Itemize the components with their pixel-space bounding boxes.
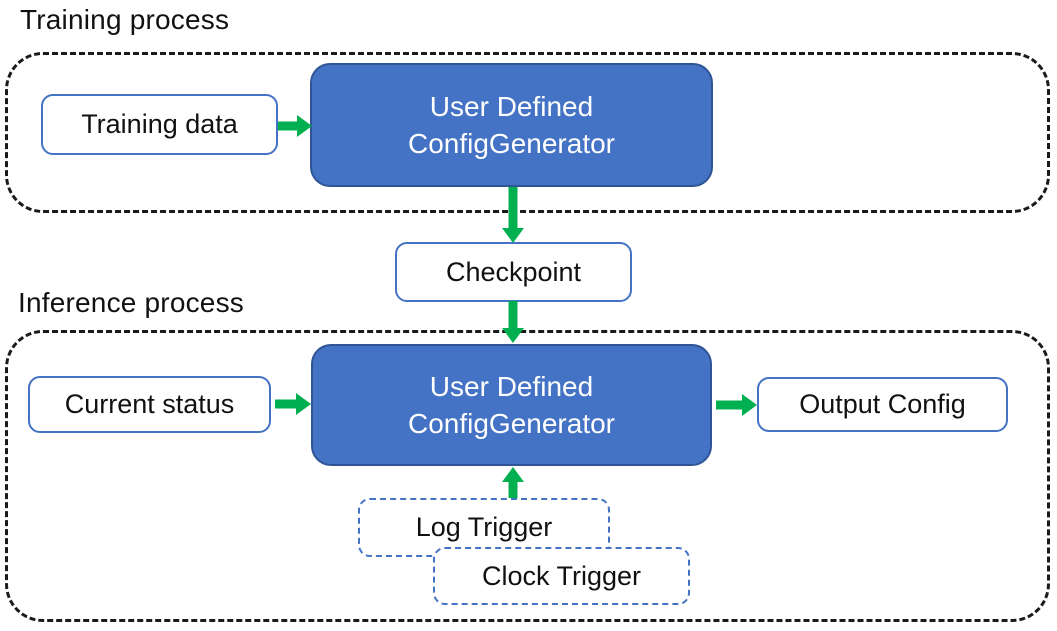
- training-data-node: Training data: [41, 94, 278, 155]
- clock-trigger-node: Clock Trigger: [433, 547, 690, 605]
- training-config-generator-line1: User Defined: [429, 90, 594, 122]
- arrow-stem: [508, 301, 518, 329]
- arrow-log-trigger-to-generator: [501, 467, 525, 498]
- arrow-head: [297, 115, 312, 137]
- inference-section-title: Inference process: [18, 287, 244, 318]
- arrow-stem: [716, 400, 743, 410]
- training-section-title: Training process: [20, 4, 230, 35]
- inference-config-generator-line2: ConfigGenerator: [407, 408, 615, 439]
- inference-config-generator-line1: User Defined: [429, 370, 594, 402]
- arrow-head: [502, 467, 524, 482]
- arrow-head: [502, 328, 524, 343]
- arrow-stem: [508, 187, 518, 229]
- arrow-checkpoint-to-inference-generator: [501, 301, 525, 343]
- arrow-training-generator-to-checkpoint: [501, 187, 525, 243]
- training-config-generator-line2: ConfigGenerator: [407, 128, 615, 159]
- arrow-head: [502, 228, 524, 243]
- inference-config-generator-node: User Defined ConfigGenerator: [311, 344, 712, 466]
- arrow-stem: [508, 481, 518, 498]
- arrow-stem: [278, 121, 298, 131]
- arrow-head: [296, 393, 311, 415]
- arrow-stem: [275, 399, 297, 409]
- arrow-generator-to-output-config: [716, 393, 757, 417]
- arrow-head: [742, 394, 757, 416]
- inference-process-container: [5, 330, 1050, 622]
- current-status-node: Current status: [28, 376, 271, 433]
- output-config-node: Output Config: [757, 377, 1008, 432]
- checkpoint-node: Checkpoint: [395, 242, 632, 302]
- training-config-generator-node: User Defined ConfigGenerator: [310, 63, 713, 187]
- training-process-container: [5, 52, 1050, 213]
- arrow-current-status-to-generator: [275, 392, 311, 416]
- arrow-training-data-to-generator: [278, 114, 312, 138]
